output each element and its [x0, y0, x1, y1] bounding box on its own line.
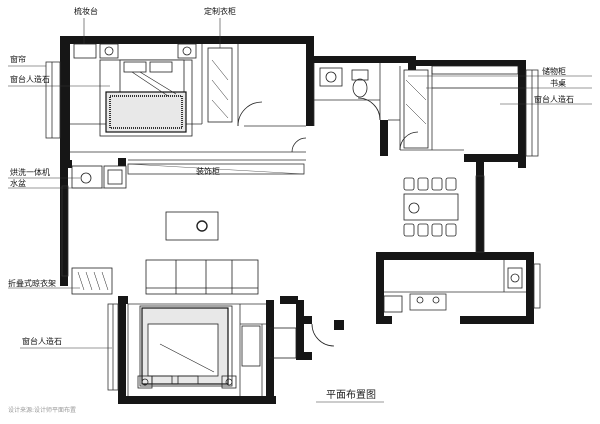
label-decor-cabinet: 装饰柜	[196, 166, 220, 176]
label-vanity: 梳妆台	[74, 6, 98, 16]
inner-lines	[45, 44, 541, 396]
watermark: 设计来源:设计师平面布置	[8, 406, 76, 414]
label-custom-wardrobe: 定制衣柜	[204, 6, 236, 16]
label-storage-cabinet: 储物柜	[542, 66, 566, 76]
label-bay-window-stone-top: 窗台人造石	[10, 74, 50, 84]
label-bay-window-stone-right: 窗台人造石	[534, 94, 574, 104]
label-washer-dryer: 烘洗一体机	[10, 167, 50, 177]
label-desk: 书桌	[550, 78, 566, 88]
plan-title: 平面布置图	[326, 389, 376, 401]
walls	[60, 36, 534, 404]
label-folding-rack: 折叠式晾衣架	[8, 278, 56, 288]
label-sink-basin: 水盆	[10, 178, 26, 188]
label-curtain: 窗帘	[10, 54, 26, 64]
leader-lines	[8, 18, 592, 403]
label-bay-window-stone-bottom: 窗台人造石	[22, 336, 62, 346]
furniture	[71, 43, 523, 389]
